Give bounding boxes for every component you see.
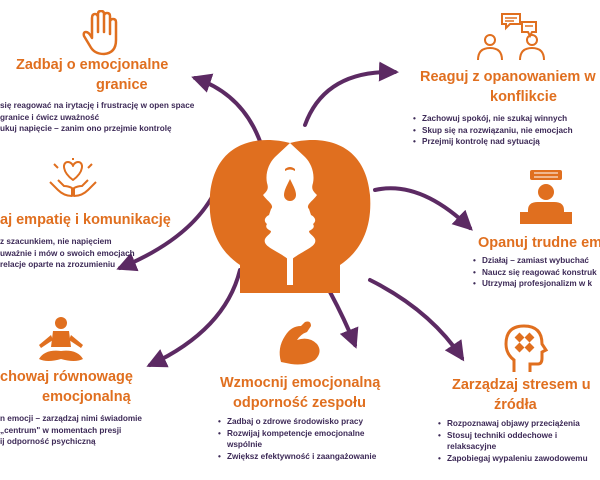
list-item-continuation: wspólnie	[227, 440, 263, 449]
top-left-title-line1: Zadbaj o emocjonalne	[16, 57, 169, 73]
top-left-line: ukuj napięcie – zanim ono przejmie kontr…	[0, 124, 172, 133]
list-item: Rozpoznawaj objawy przeciążenia	[438, 418, 588, 430]
conversation-icon	[477, 13, 545, 61]
heart-hands-icon	[49, 158, 97, 197]
top-left-line: się reagować na irytację i frustrację w …	[0, 101, 195, 110]
top-right-list: Zachowuj spokój, nie szukaj winnych Skup…	[413, 113, 573, 148]
list-item: Utrzymaj profesjonalizm w k	[473, 278, 597, 290]
mid-left-title: aj empatię i komunikację	[0, 212, 171, 228]
mid-left-line: z szacunkiem, nie napięciem	[0, 237, 112, 246]
list-item: Stosuj techniki oddechowe i relaksacyjne	[438, 430, 588, 453]
arrow-bottom-right	[368, 278, 465, 362]
arrow-bottom-left	[146, 268, 242, 368]
bottom-left-line: „centrum" w momentach presji	[0, 425, 122, 435]
arrow-bottom-center	[328, 290, 359, 349]
arrow-top-right	[303, 61, 399, 127]
list-item: Rozwijaj kompetencje emocjonalne wspólnie	[218, 428, 376, 451]
bottom-left-title-line1: chowaj równowagę	[0, 369, 133, 385]
bottom-left-title-line2: emocjonalną	[42, 389, 131, 405]
mid-right-title: Opanuj trudne em	[478, 235, 600, 251]
top-left-line: granice i ćwicz uważność	[0, 112, 100, 122]
list-item: Zapobiegaj wypaleniu zawodowemu	[438, 453, 588, 465]
list-item: Działaj – zamiast wybuchać	[473, 255, 597, 267]
central-head-icon	[209, 139, 371, 293]
bottom-right-title-line2: źródła	[494, 397, 537, 413]
list-item: Naucz się reagować konstruk	[473, 267, 597, 279]
list-item-text: Stosuj techniki oddechowe i	[447, 430, 558, 440]
list-item: Przejmij kontrolę nad sytuacją	[413, 136, 573, 148]
head-puzzle-icon	[504, 324, 549, 372]
top-left-title-line2: granice	[96, 77, 148, 93]
bottom-right-title-line1: Zarządzaj stresem u	[452, 377, 591, 393]
list-item-text: Rozwijaj kompetencje emocjonalne	[227, 428, 365, 438]
list-item: Zadbaj o zdrowe środowisko pracy	[218, 416, 376, 428]
arrow-top-left	[191, 73, 264, 149]
list-item: Zachowuj spokój, nie szukaj winnych	[413, 113, 573, 125]
hand-icon	[82, 10, 118, 56]
bottom-center-list: Zadbaj o zdrowe środowisko pracy Rozwija…	[218, 416, 376, 462]
list-item: Zwiększ efektywność i zaangażowanie	[218, 451, 376, 463]
top-right-title-line2: konflikcie	[490, 89, 557, 105]
bottom-center-title-line1: Wzmocnij emocjonalną	[220, 375, 381, 391]
mid-left-line: uważnie i mów o swoich emocjach	[0, 248, 135, 258]
mid-left-line: relacje oparte na zrozumieniu	[0, 260, 116, 269]
meditation-icon	[39, 317, 83, 361]
bottom-right-list: Rozpoznawaj objawy przeciążenia Stosuj t…	[438, 418, 588, 464]
flexed-arm-icon	[279, 321, 320, 365]
mid-right-list: Działaj – zamiast wybuchać Naucz się rea…	[473, 255, 597, 290]
top-right-title-line1: Reaguj z opanowaniem w	[420, 69, 596, 85]
arrow-mid-right	[373, 186, 473, 231]
bottom-center-title-line2: odporność zespołu	[233, 395, 366, 411]
bottom-left-line: n emocji – zarządzaj nimi świadomie	[0, 414, 142, 423]
stressed-person-icon	[520, 170, 572, 224]
list-item: Skup się na rozwiązaniu, nie emocjach	[413, 125, 573, 137]
bottom-left-line: ij odporność psychiczną	[0, 437, 96, 446]
list-item-continuation: relaksacyjne	[447, 442, 497, 451]
